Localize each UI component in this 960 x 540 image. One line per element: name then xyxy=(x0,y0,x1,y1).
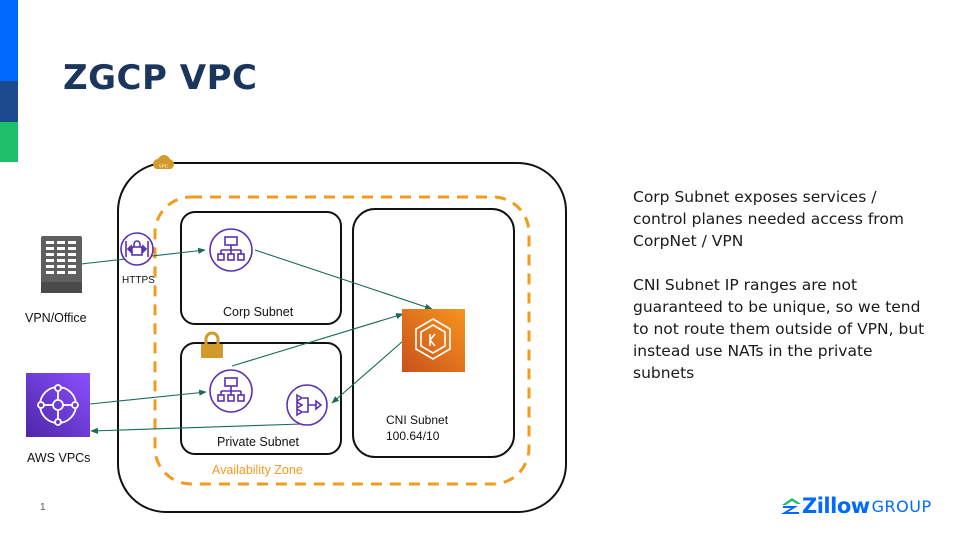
cni-subnet-label: CNI Subnet xyxy=(386,413,449,427)
arrow-corp-lb-to-eks xyxy=(254,249,433,310)
vpc-badge-text: VPC xyxy=(159,164,169,169)
note-cni-subnet: CNI Subnet IP ranges are not guaranteed … xyxy=(633,276,925,382)
private-subnet-label: Private Subnet xyxy=(217,435,299,449)
office-building-icon xyxy=(41,236,82,293)
availability-zone-boundary xyxy=(153,195,531,486)
availability-zone-label: Availability Zone xyxy=(212,463,303,477)
zillow-group-logo: Zillow GROUP xyxy=(780,494,932,518)
cni-subnet-cidr: 100.64/10 xyxy=(386,429,440,443)
accent-bar-navy xyxy=(0,81,18,122)
corp-load-balancer-icon xyxy=(209,228,253,272)
private-subnet-box xyxy=(180,342,342,455)
accent-bar-blue xyxy=(0,0,18,81)
arrow-private-lb-to-eks xyxy=(231,313,404,367)
page-number: 1 xyxy=(40,502,46,513)
logo-word: Zillow xyxy=(802,494,870,518)
https-endpoint-icon xyxy=(120,232,154,266)
corp-subnet-label: Corp Subnet xyxy=(223,305,294,319)
note-corp-subnet: Corp Subnet exposes services / control p… xyxy=(633,188,904,250)
arrow-nat-to-awsvpc xyxy=(90,423,303,434)
nat-gateway-icon xyxy=(286,384,328,426)
vpn-office-label: VPN/Office xyxy=(25,311,87,325)
https-label: HTTPS xyxy=(122,275,155,286)
arrow-eks-to-nat xyxy=(331,340,404,404)
arrow-awsvpc-to-private-lb xyxy=(89,389,207,405)
vpc-boundary xyxy=(117,162,567,513)
private-load-balancer-icon xyxy=(209,369,253,413)
vpc-cloud-icon: VPC xyxy=(153,155,174,169)
kubernetes-eks-icon xyxy=(402,309,465,372)
aws-vpcs-label: AWS VPCs xyxy=(27,451,91,465)
transit-gateway-icon xyxy=(26,373,90,437)
zillow-z-icon xyxy=(781,498,801,514)
logo-suffix: GROUP xyxy=(871,496,932,516)
corp-subnet-box xyxy=(180,211,342,325)
accent-bar-green xyxy=(0,122,18,162)
slide-title: ZGCP VPC xyxy=(63,58,258,98)
lock-icon xyxy=(201,331,223,358)
cni-subnet-box xyxy=(352,208,515,458)
notes-panel: Corp Subnet exposes services / control p… xyxy=(633,186,933,406)
